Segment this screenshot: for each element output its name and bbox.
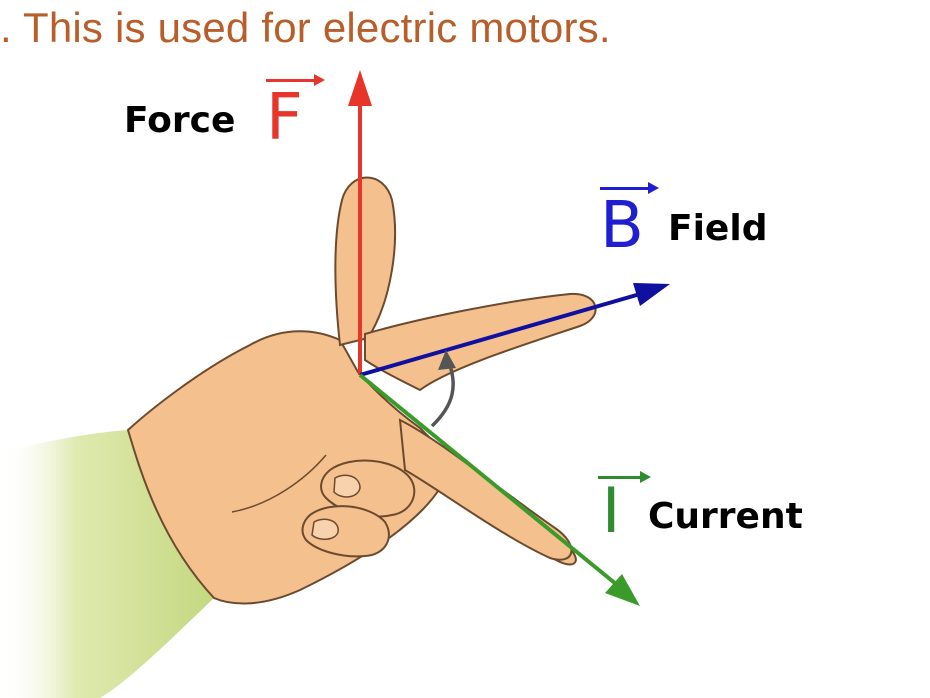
force-label: Force [124,100,236,141]
current-vector-overline-icon [598,470,654,484]
current-label: Current [648,496,803,537]
sleeve-shape [0,430,214,698]
field-vector-arrowhead [633,283,670,306]
current-vector-line [358,373,618,586]
field-symbol: B [600,180,660,258]
curved-arrow-head [438,350,456,370]
field-label: Field [668,208,768,249]
force-symbol: F [266,72,325,150]
palm-crease [231,454,327,513]
field-vector-overline-icon [600,180,660,196]
caption-text: . This is used for electric motors. [0,4,611,51]
current-vector-arrowhead [605,574,640,606]
fingernail-1 [333,474,361,498]
fingernail-2 [311,518,339,540]
field-vector-line [359,292,641,377]
force-vector-arrowhead [348,70,372,106]
current-symbol: I [598,470,654,542]
force-vector-overline-icon [266,72,325,88]
thumb-shape [334,176,396,347]
